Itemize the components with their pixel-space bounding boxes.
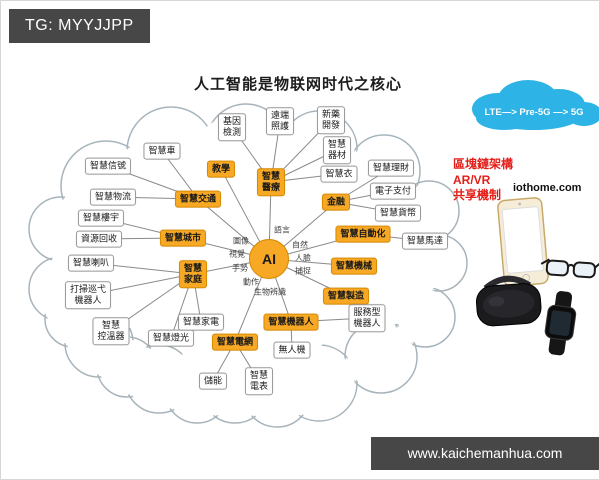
node-mada: 智慧馬達 — [401, 232, 449, 250]
node-wuliu: 智慧物流 — [89, 188, 137, 206]
center-keyword: 捕捉 — [295, 266, 311, 276]
node-jiyin: 基因 檢測 — [217, 113, 247, 141]
smart-glasses-image — [540, 258, 599, 279]
center-keyword: 動作 — [243, 277, 259, 287]
website-label: iothome.com — [513, 182, 582, 194]
node-xinhao: 智慧信號 — [84, 157, 132, 175]
node-louyu: 智慧樓宇 — [77, 209, 125, 227]
center-keyword: 視覺 — [229, 249, 245, 259]
node-jiaotong: 智慧交通 — [174, 190, 222, 208]
node-qicai: 智慧 器材 — [322, 136, 352, 164]
node-licai: 智慧理財 — [367, 159, 415, 177]
node-kongwen: 智慧 控溫器 — [92, 317, 130, 345]
node-jiaoxue: 教學 — [206, 160, 236, 178]
node-dianwang: 智慧電網 — [211, 333, 259, 351]
center-keyword: 自然 — [292, 240, 308, 250]
red-annotation-line: AR/VR — [453, 172, 491, 187]
node-jiqiren: 智慧機器人 — [263, 313, 319, 331]
lte-cloud-label: LTE—> Pre-5G —> 5G — [484, 107, 583, 118]
node-dianbiao: 智慧 電表 — [244, 367, 274, 395]
node-chuneng: 儲能 — [198, 372, 228, 390]
lte-5g-cloud: LTE—> Pre-5G —> 5G — [472, 80, 599, 130]
watermark-bottom-right: www.kaichemanhua.com — [371, 437, 599, 470]
node-zidonghua: 智慧自動化 — [335, 225, 391, 243]
center-keyword: 圖像 — [233, 236, 249, 246]
node-huishou: 資源回收 — [75, 230, 123, 248]
ai-center-node: AI — [249, 239, 289, 279]
red-annotation-line: 區塊鏈架構 — [453, 157, 514, 171]
red-annotation: 區塊鏈架構 AR/VR 共享機制 — [453, 157, 513, 204]
center-keyword: 語言 — [274, 225, 290, 235]
node-wurenji: 無人機 — [273, 341, 311, 359]
node-dasao: 打掃巡弋 機器人 — [64, 281, 112, 309]
node-fuwuxing: 服務型 機器人 — [348, 304, 386, 332]
node-zhifu: 電子支付 — [369, 182, 417, 200]
watermark-top-left: TG: MYYJJPP — [9, 9, 150, 43]
node-yiliao: 智慧 醫療 — [256, 168, 286, 196]
center-keyword: 生物辨識 — [254, 287, 286, 297]
node-huobi: 智慧貨幣 — [374, 204, 422, 222]
node-jinrong: 金融 — [321, 193, 351, 211]
center-keyword: 手勢 — [232, 263, 248, 273]
node-jiadian: 智慧家電 — [177, 313, 225, 331]
center-keyword: 人臉 — [295, 253, 311, 263]
node-zhihuiyi: 智慧衣 — [320, 165, 358, 183]
smartwatch-image — [544, 291, 577, 356]
vr-headset-image — [475, 275, 542, 327]
smartphone-image — [497, 197, 549, 287]
node-che: 智慧車 — [143, 142, 181, 160]
diagram-title: 人工智能是物联网时代之核心 — [193, 76, 403, 93]
node-jiating: 智慧 家庭 — [178, 260, 208, 288]
red-annotation-line: 共享機制 — [453, 188, 502, 203]
node-zhizao: 智慧製造 — [322, 287, 370, 305]
node-yuanduan: 遠端 照護 — [265, 107, 295, 135]
node-dengguang: 智慧燈光 — [147, 329, 195, 347]
node-xinyao: 新藥 開發 — [316, 106, 346, 134]
node-chengshi: 智慧城市 — [159, 229, 207, 247]
node-laba: 智慧喇叭 — [67, 254, 115, 272]
node-jixie: 智慧機械 — [330, 257, 378, 275]
